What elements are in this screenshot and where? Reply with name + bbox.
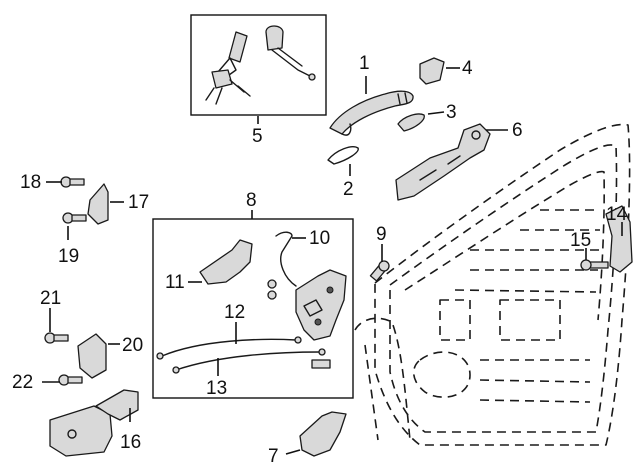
callout-labels: 1 2 3 4 5 6 7 8 9 10 11 12 13 14 15 16 1… bbox=[12, 53, 628, 467]
callout-16: 16 bbox=[120, 432, 141, 453]
callout-21: 21 bbox=[40, 288, 61, 309]
bolt-18 bbox=[60, 176, 85, 188]
clips bbox=[267, 279, 277, 300]
latch-rod bbox=[275, 231, 297, 287]
striker bbox=[605, 205, 633, 273]
callout-20: 20 bbox=[122, 335, 143, 356]
handle-gasket bbox=[327, 146, 359, 165]
callout-12: 12 bbox=[224, 302, 245, 323]
door-check bbox=[49, 389, 139, 457]
callout-5: 5 bbox=[252, 126, 263, 147]
bolt-9 bbox=[369, 260, 390, 282]
callout-1: 1 bbox=[359, 53, 370, 74]
latch-group-box bbox=[152, 218, 354, 399]
callout-9: 9 bbox=[376, 224, 387, 245]
cap-gasket bbox=[397, 113, 425, 132]
upper-hinge bbox=[87, 183, 109, 225]
lock-cylinder-group-box bbox=[190, 14, 327, 116]
callout-11: 11 bbox=[165, 272, 185, 293]
callout-7: 7 bbox=[268, 446, 279, 467]
callout-22: 22 bbox=[12, 372, 33, 393]
outer-handle bbox=[329, 90, 414, 136]
callout-19: 19 bbox=[58, 246, 79, 267]
striker-screw bbox=[580, 259, 609, 271]
callout-14: 14 bbox=[606, 204, 628, 225]
inner-handle bbox=[299, 411, 347, 457]
callout-4: 4 bbox=[462, 58, 473, 79]
latch-pad bbox=[311, 359, 331, 369]
door-shell bbox=[354, 123, 631, 446]
callout-2: 2 bbox=[343, 179, 354, 200]
lower-hinge bbox=[77, 333, 107, 379]
handle-bracket bbox=[395, 123, 491, 201]
latch-actuator bbox=[199, 239, 253, 285]
leader-lines bbox=[42, 67, 623, 455]
callout-13: 13 bbox=[206, 378, 227, 399]
callout-18: 18 bbox=[20, 172, 41, 193]
handle-cap bbox=[419, 57, 445, 85]
callout-8: 8 bbox=[246, 190, 257, 211]
callout-17: 17 bbox=[128, 192, 149, 213]
bolt-21 bbox=[44, 332, 69, 344]
latch-assembly bbox=[295, 269, 347, 341]
callout-10: 10 bbox=[309, 228, 330, 249]
callout-6: 6 bbox=[512, 120, 523, 141]
cables bbox=[156, 336, 326, 374]
callout-3: 3 bbox=[446, 102, 457, 123]
lock-cylinder-assembly bbox=[205, 25, 316, 105]
bolt-22 bbox=[58, 374, 83, 386]
bolt-19 bbox=[62, 212, 87, 224]
callout-15: 15 bbox=[570, 230, 591, 251]
